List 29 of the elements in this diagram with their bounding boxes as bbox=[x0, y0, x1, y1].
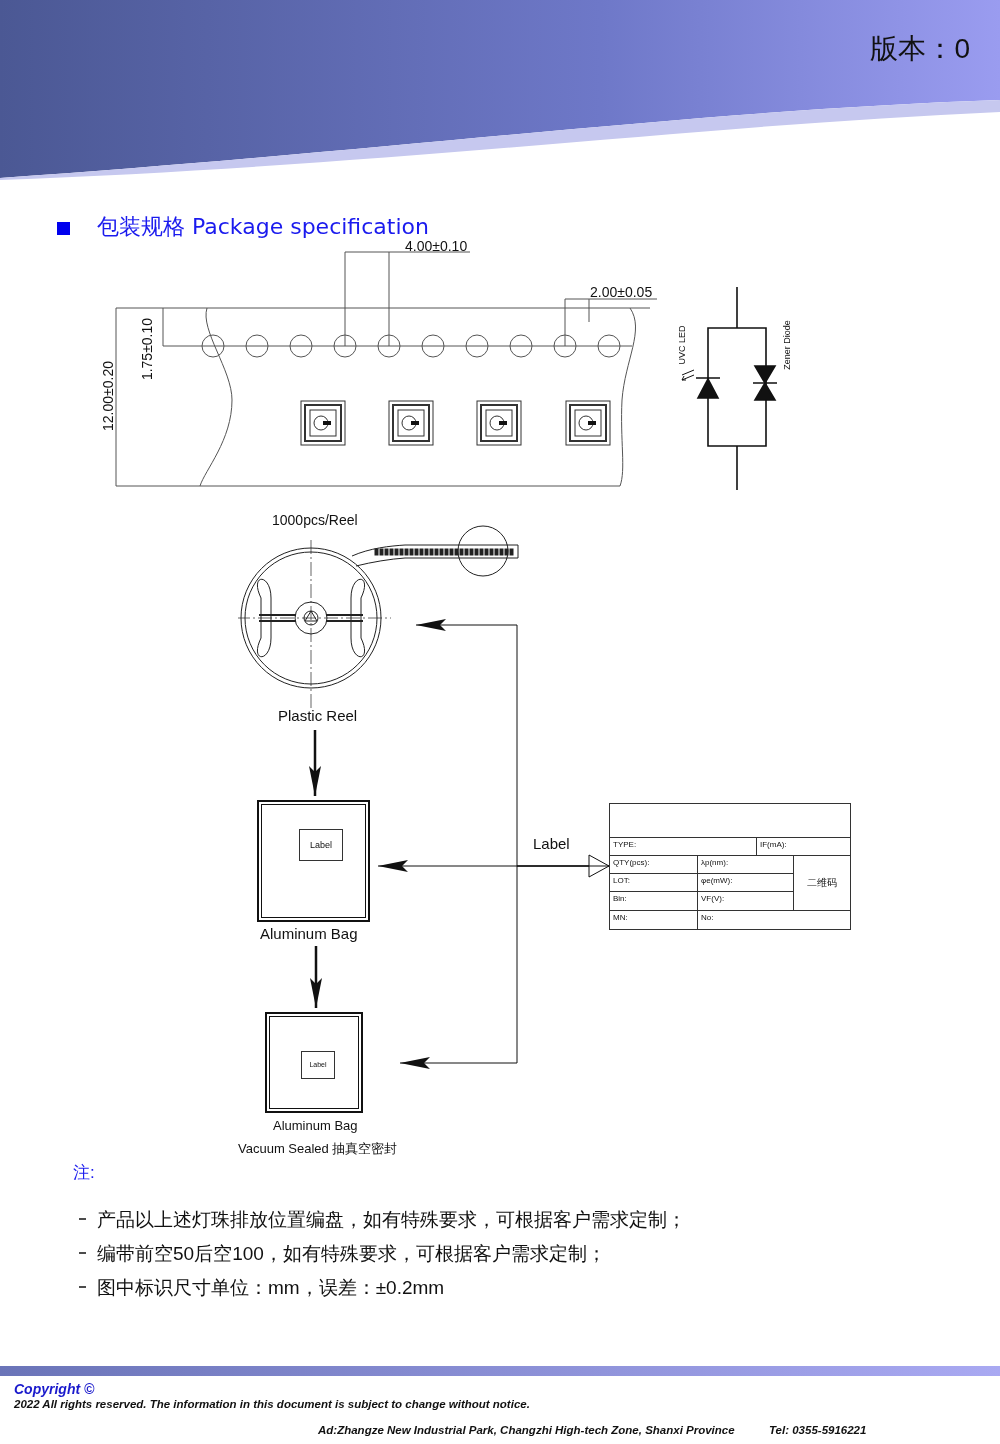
footer-text: 2022 All rights reserved. The information in this document is subject to change without notice. bbox=[14, 1398, 530, 1410]
node-label: Aluminum Bag bbox=[273, 1118, 358, 1133]
note-text: 编带前空50后空100，如有特殊要求，可根据客户需求定制； bbox=[97, 1242, 606, 1266]
component-label: Zener Diode bbox=[782, 319, 792, 372]
node-label: Aluminum Bag bbox=[260, 925, 358, 942]
table-cell: MN: bbox=[609, 910, 698, 930]
dimension-label: 2.00±0.05 bbox=[590, 284, 653, 300]
footer-text: Tel: 0355-5916221 bbox=[769, 1424, 867, 1436]
dimension-label: 12.00±0.20 bbox=[100, 360, 116, 433]
arrow bbox=[399, 865, 610, 1069]
note-heading: 注: bbox=[73, 1162, 95, 1184]
footer-text: Ad:Zhangze New Industrial Park, Changzhi High-tech Zone, Shanxi Province bbox=[318, 1424, 735, 1436]
table-cell: No: bbox=[697, 910, 851, 930]
copyright-text: Copyright © bbox=[14, 1381, 95, 1397]
arrow bbox=[377, 854, 610, 878]
node-label: Vacuum Sealed 抽真空密封 bbox=[238, 1140, 398, 1158]
note-text: 产品以上述灯珠排放位置编盘，如有特殊要求，可根据客户需求定制； bbox=[97, 1208, 686, 1232]
node-label: Plastic Reel bbox=[278, 707, 358, 724]
dimension-label: 4.00±0.10 bbox=[405, 238, 468, 254]
dimension-label: 1.75±0.10 bbox=[139, 316, 155, 383]
component-label: UVC LED bbox=[677, 324, 687, 367]
section-title: 包装规格 Package specification bbox=[97, 213, 429, 241]
version-label: 版本：0 bbox=[870, 32, 970, 66]
arrow bbox=[310, 946, 322, 1008]
arrow bbox=[309, 730, 321, 796]
edge-label: Label bbox=[531, 835, 572, 852]
quantity-label: 1000pcs/Reel bbox=[272, 512, 358, 528]
label-sticker: Label bbox=[299, 829, 343, 861]
note-text: 图中标识尺寸单位：mm，误差：±0.2mm bbox=[97, 1276, 445, 1300]
